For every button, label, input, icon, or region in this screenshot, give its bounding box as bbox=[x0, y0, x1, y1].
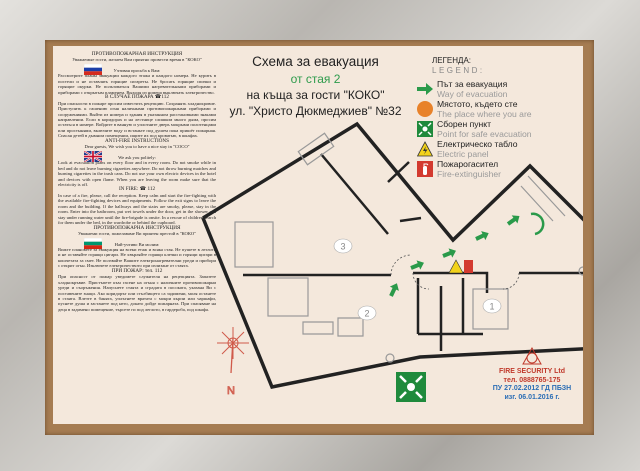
stamp-date: изг. 06.01.2016 г. bbox=[504, 393, 560, 401]
evacuation-plan-sheet: ПРОТИВОПОЖАРНАЯ ИНСТРУКЦИЯ Уважаемые гос… bbox=[53, 46, 583, 424]
room-3-label: 3 bbox=[340, 242, 345, 252]
legend-item-here: Мястото, където сте The place where you … bbox=[417, 99, 532, 119]
ru-fire-heading: В СЛУЧАЕ ПОЖАРА ☎112 bbox=[105, 94, 169, 101]
legend-label: Електрическо табло bbox=[437, 139, 518, 149]
legend-title: ЛЕГЕНДА: bbox=[432, 56, 472, 65]
uk-flag-icon bbox=[84, 150, 102, 162]
compass-icon bbox=[217, 327, 249, 374]
plan-title: Схема за евакуация bbox=[252, 54, 379, 69]
bg-fire-heading: ПРИ ПОЖАР: тел. 112 bbox=[111, 267, 163, 274]
ru-greeting: Уважаемые гости, желаем Вам приятно пров… bbox=[72, 57, 202, 63]
russian-flag-icon bbox=[84, 63, 102, 75]
ru-rules: Рассмотрите планы эвакуации каждого этаж… bbox=[58, 73, 216, 95]
plan-building: на къща за гости "КОКО" bbox=[246, 88, 385, 102]
inner-walls bbox=[243, 153, 583, 351]
legend-item-extinguisher: Пожарогасител Fire-extinguisher bbox=[417, 159, 501, 179]
stamp-phone: тел. 0888765-175 bbox=[503, 376, 561, 384]
room-1-label: 1 bbox=[489, 302, 494, 312]
ru-heading: ПРОТИВОПОЖАРНАЯ ИНСТРУКЦИЯ bbox=[91, 51, 183, 57]
legend-label: Сборен пункт bbox=[437, 119, 492, 129]
legend-label: Мястото, където сте bbox=[437, 99, 518, 109]
legend-item-electric: Електрическо табло Electric panel bbox=[417, 139, 518, 159]
stamp-license: ПУ 27.02.2012 ГД ПБЗН bbox=[492, 385, 572, 392]
electric-panel-marker bbox=[448, 259, 473, 274]
stairs-arrow-icon bbox=[530, 212, 545, 236]
stamp-company: FIRE SECURITY Ltd bbox=[499, 368, 565, 375]
legend-label-en: Fire-extinguisher bbox=[437, 169, 501, 179]
bulgarian-flag-icon bbox=[84, 237, 102, 249]
legend-label: Пожарогасител bbox=[437, 159, 499, 169]
evacuation-arrow-icon bbox=[389, 283, 399, 297]
legend-item-evacuation: Път за евакуация Way of evacuation bbox=[417, 79, 508, 99]
evacuation-arrow-icon bbox=[442, 248, 456, 258]
en-greeting: Dear guests, We wish you to have a nice … bbox=[84, 144, 190, 150]
assembly-point-icon bbox=[396, 372, 426, 402]
door-swings bbox=[390, 254, 520, 290]
room-2-label: 2 bbox=[364, 309, 369, 319]
en-fire-text: In case of a fire, please, call the rece… bbox=[58, 192, 216, 226]
compass-north-label: N bbox=[227, 385, 235, 397]
fire-security-logo-icon bbox=[522, 346, 542, 365]
ru-request: Учтивая просьба к Вам: bbox=[113, 67, 161, 73]
legend-label-en: Way of evacuation bbox=[437, 89, 508, 99]
legend-label-en: The place where you are bbox=[437, 109, 532, 119]
en-heading: ANTI-FIRE INSTRUCTIONS bbox=[104, 137, 170, 144]
legend-title-en: LEGEND: bbox=[432, 66, 485, 75]
fire-extinguisher-icon bbox=[464, 260, 473, 273]
bg-fire-text: При опасност от пожар уведомете служител… bbox=[58, 274, 216, 312]
en-request: We ask you politely: bbox=[118, 154, 156, 160]
bg-rules: Вижте плановете за евакуация на всеки ет… bbox=[58, 246, 216, 269]
furniture bbox=[234, 132, 583, 363]
bg-request: Най-учтиво Ви молим: bbox=[114, 241, 160, 247]
ru-fire-text: При опасности в пожаре просим известить … bbox=[58, 100, 216, 139]
green-arrow-icon bbox=[417, 83, 433, 95]
room-labels: 3 2 1 bbox=[333, 238, 502, 321]
fire-extinguisher-icon bbox=[417, 161, 433, 177]
bg-greeting: Уважаеми гости, пожелаваме Ви приятен пр… bbox=[77, 231, 197, 237]
legend-label-en: Point for safe evacuation bbox=[437, 129, 532, 139]
plan-address: ул. "Христо Дюкмеджиев" №32 bbox=[229, 104, 402, 118]
plan-room: от стая 2 bbox=[290, 72, 341, 86]
electric-hazard-icon bbox=[417, 141, 433, 157]
evacuation-route bbox=[389, 212, 545, 297]
bg-heading: ПРОТИВОПОЖАРНА ИНСТРУКЦИЯ bbox=[93, 224, 181, 231]
evacuation-arrow-icon bbox=[506, 215, 520, 226]
en-fire-heading: IN FIRE: ☎ 112 bbox=[118, 186, 156, 193]
en-rules: Look at evacuation plans on every floor … bbox=[58, 160, 216, 187]
legend-label-en: Electric panel bbox=[437, 149, 489, 159]
orange-circle-icon bbox=[417, 101, 433, 117]
company-stamp: FIRE SECURITY Ltd тел. 0888765-175 ПУ 27… bbox=[483, 368, 581, 402]
floor-plan: 3 2 1 N bbox=[201, 121, 583, 402]
evacuation-arrow-icon bbox=[410, 260, 424, 270]
electric-hazard-icon bbox=[448, 259, 464, 274]
legend-label: Път за евакуация bbox=[437, 79, 508, 89]
outer-walls bbox=[201, 121, 583, 390]
assembly-point-icon bbox=[417, 121, 433, 137]
evacuation-arrow-icon bbox=[475, 231, 489, 241]
legend-item-assembly: Сборен пункт Point for safe evacuation bbox=[417, 119, 532, 139]
fire-instructions-column: ПРОТИВОПОЖАРНАЯ ИНСТРУКЦИЯ Уважаемые гос… bbox=[58, 51, 216, 312]
